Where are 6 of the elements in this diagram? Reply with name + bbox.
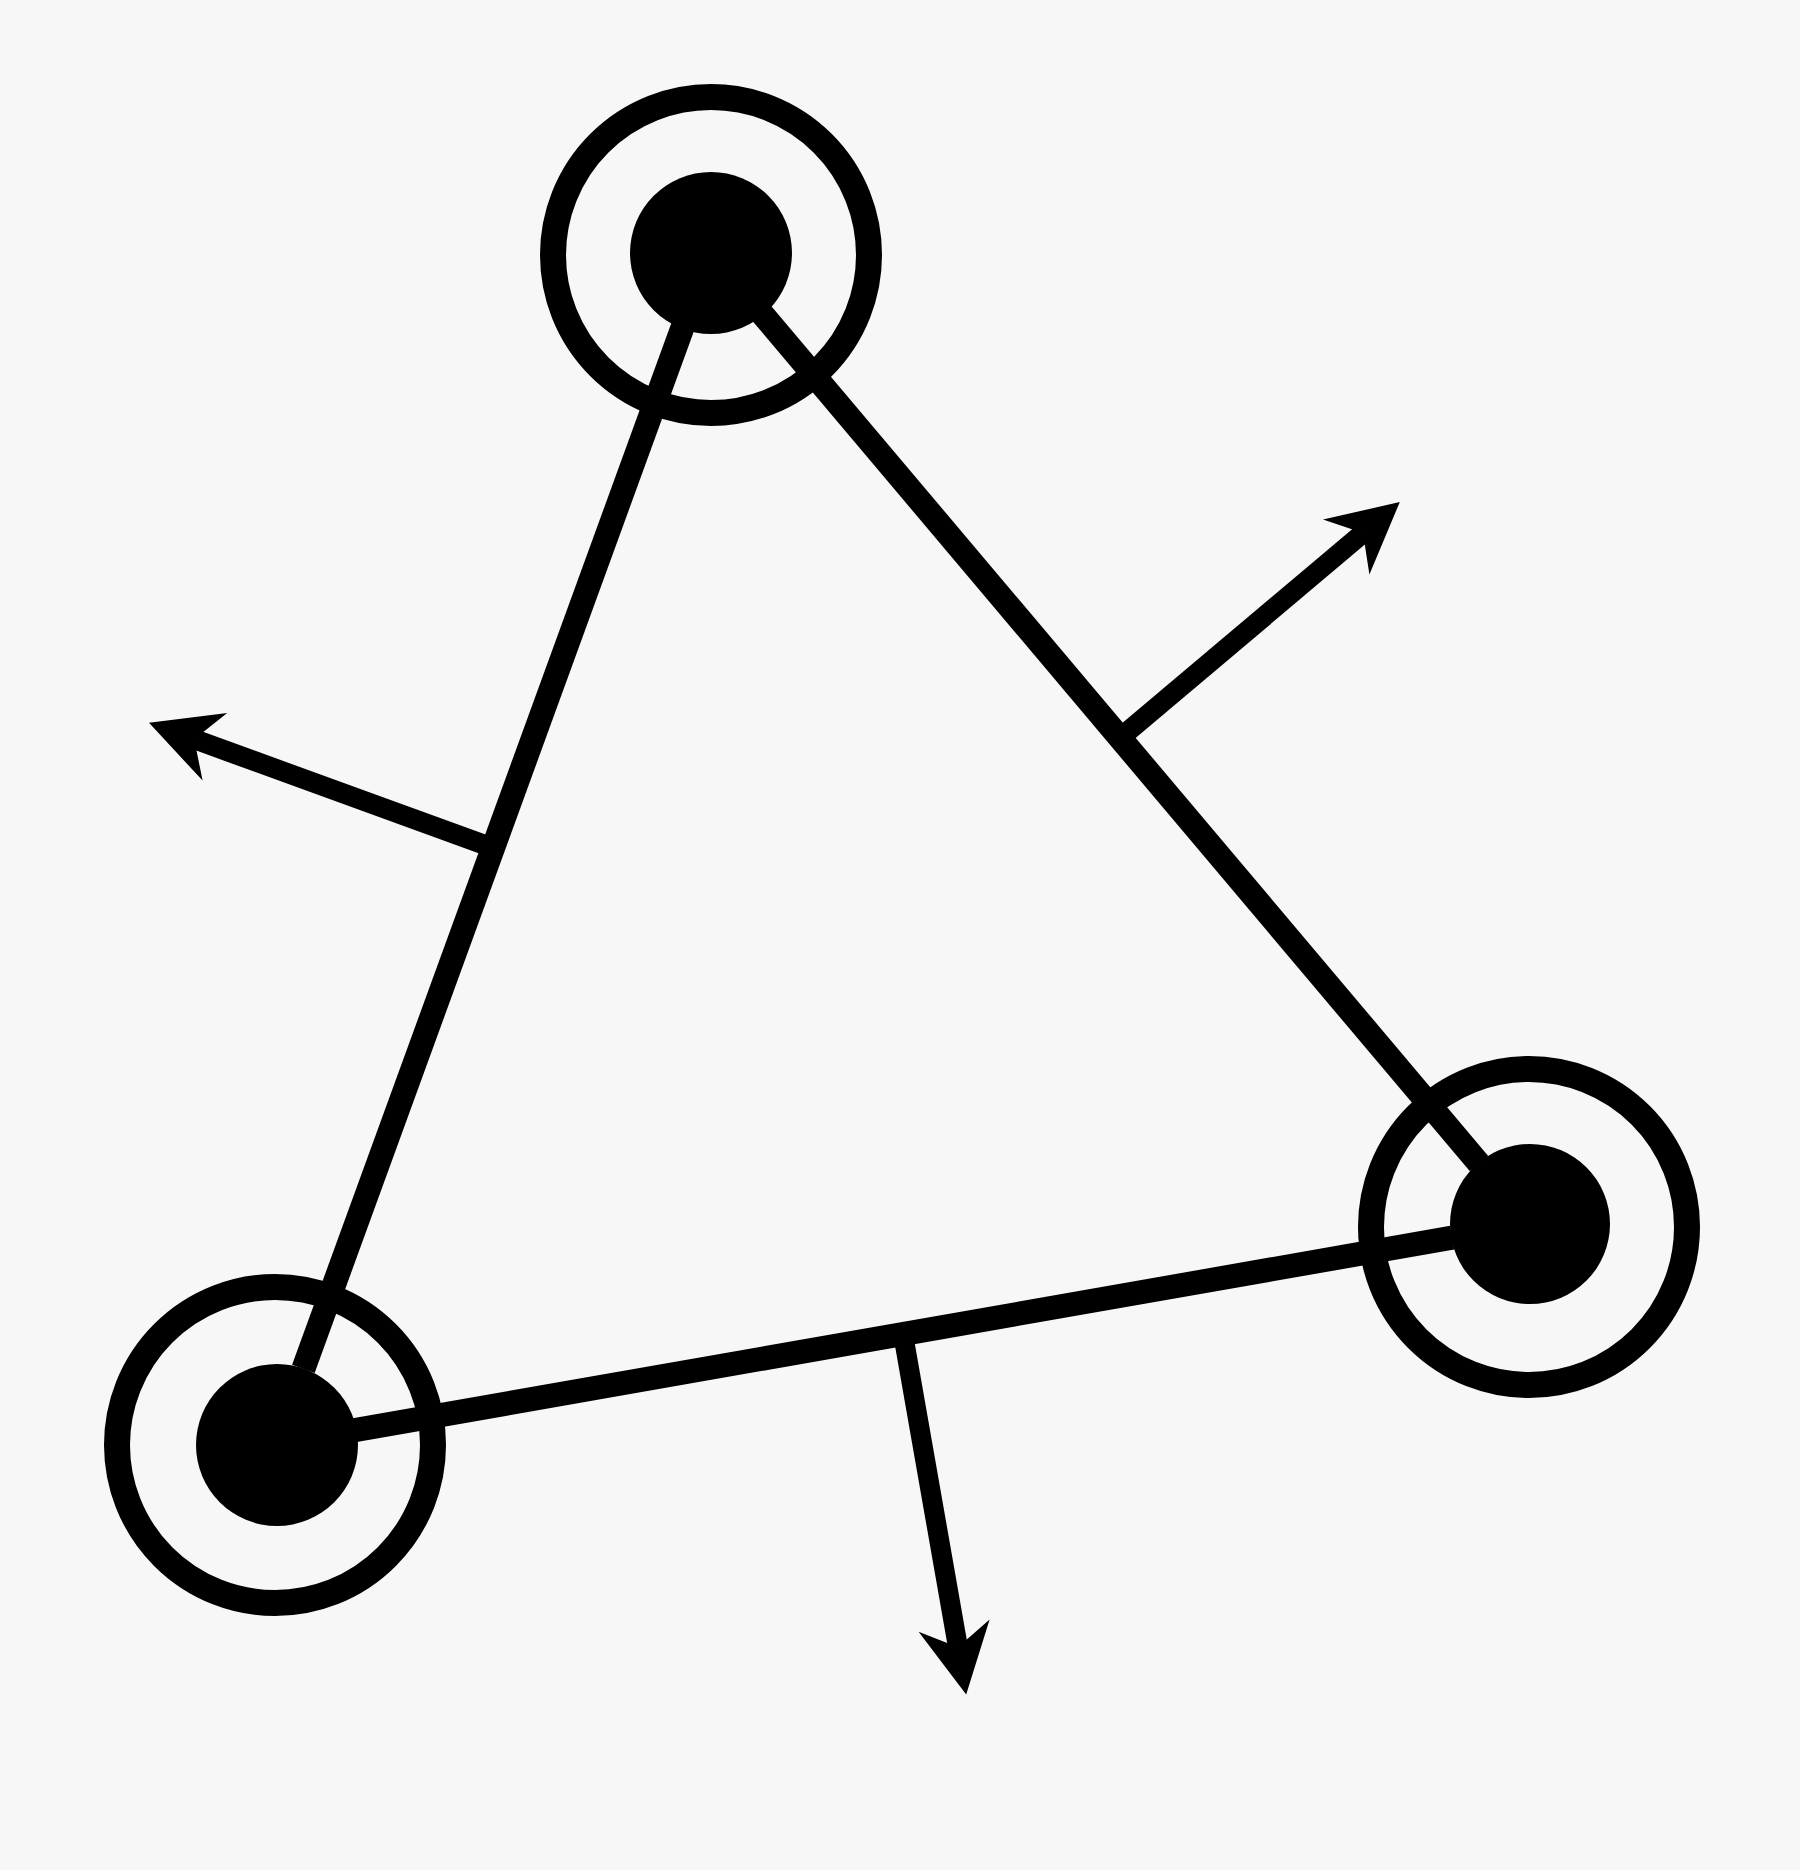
triangle-side bbox=[292, 323, 694, 1373]
vertex-ring bbox=[1357, 1055, 1699, 1397]
triangle-side bbox=[752, 305, 1489, 1172]
triangle-side bbox=[352, 1225, 1455, 1442]
vertex-ring bbox=[539, 83, 881, 425]
vertex-ring bbox=[103, 1273, 445, 1615]
